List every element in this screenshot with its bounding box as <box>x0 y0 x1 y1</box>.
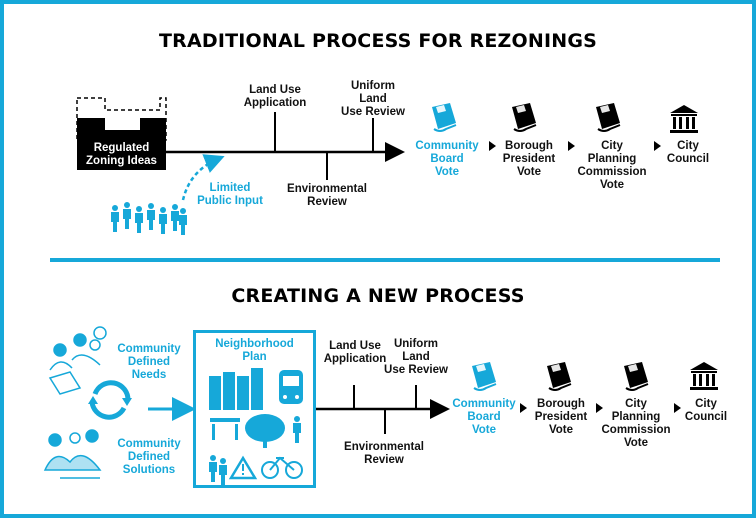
plan-icons <box>209 368 303 485</box>
solutions-label: Community Defined Solutions <box>117 438 181 476</box>
bottom-title: CREATING A NEW PROCESS <box>231 285 525 307</box>
cycle-arrows-icon <box>88 380 132 420</box>
borough-president-label-2: Borough President Vote <box>534 398 588 436</box>
city-planning-label: City Planning Commission Vote <box>577 140 647 191</box>
warning-sign-icon <box>228 455 258 480</box>
section-divider <box>50 258 720 262</box>
environmental-review-label-2: Environmental Review <box>344 441 424 466</box>
ulurp-label-2: Uniform Land Use Review <box>384 338 448 376</box>
community-board-icon <box>431 102 457 132</box>
borough-president-icon-2 <box>546 361 572 391</box>
ulurp-label: Uniform Land Use Review <box>341 80 405 118</box>
city-council-icon <box>670 105 698 133</box>
city-planning-icon <box>595 102 621 132</box>
environmental-review-label: Environmental Review <box>287 183 367 208</box>
top-title: TRADITIONAL PROCESS FOR REZONINGS <box>158 30 598 52</box>
zoning-ideas-label: Regulated Zoning Ideas <box>86 142 157 167</box>
community-board-icon-2 <box>471 361 497 391</box>
limited-input-label: Limited Public Input <box>197 182 263 207</box>
borough-president-icon <box>511 102 537 132</box>
community-board-label-2: Community Board Vote <box>452 398 516 436</box>
city-planning-icon-2 <box>623 361 649 391</box>
bench-icon <box>210 418 240 440</box>
community-board-label: Community Board Vote <box>415 140 479 178</box>
city-council-label-2: City Council <box>684 398 728 423</box>
input-arrow <box>181 154 225 201</box>
land-use-label-2: Land Use Application <box>323 340 387 365</box>
bicycle-icon <box>261 456 303 479</box>
solutions-illustration <box>43 429 102 479</box>
train-icon <box>279 370 303 404</box>
city-council-icon-2 <box>690 362 718 390</box>
tree-icon <box>245 414 285 448</box>
city-planning-label-2: City Planning Commission Vote <box>601 398 671 449</box>
buildings-icon <box>209 368 263 410</box>
needs-label: Community Defined Needs <box>117 343 181 381</box>
public-people-icon <box>111 202 187 235</box>
zoning-ideas-block <box>76 97 167 170</box>
city-council-label: City Council <box>666 140 710 165</box>
borough-president-label: Borough President Vote <box>502 140 556 178</box>
neighborhood-plan-title: Neighborhood Plan <box>215 338 294 363</box>
land-use-label: Land Use Application <box>243 84 307 109</box>
neighborhood-plan-box <box>193 330 316 488</box>
needs-illustration <box>48 326 107 395</box>
